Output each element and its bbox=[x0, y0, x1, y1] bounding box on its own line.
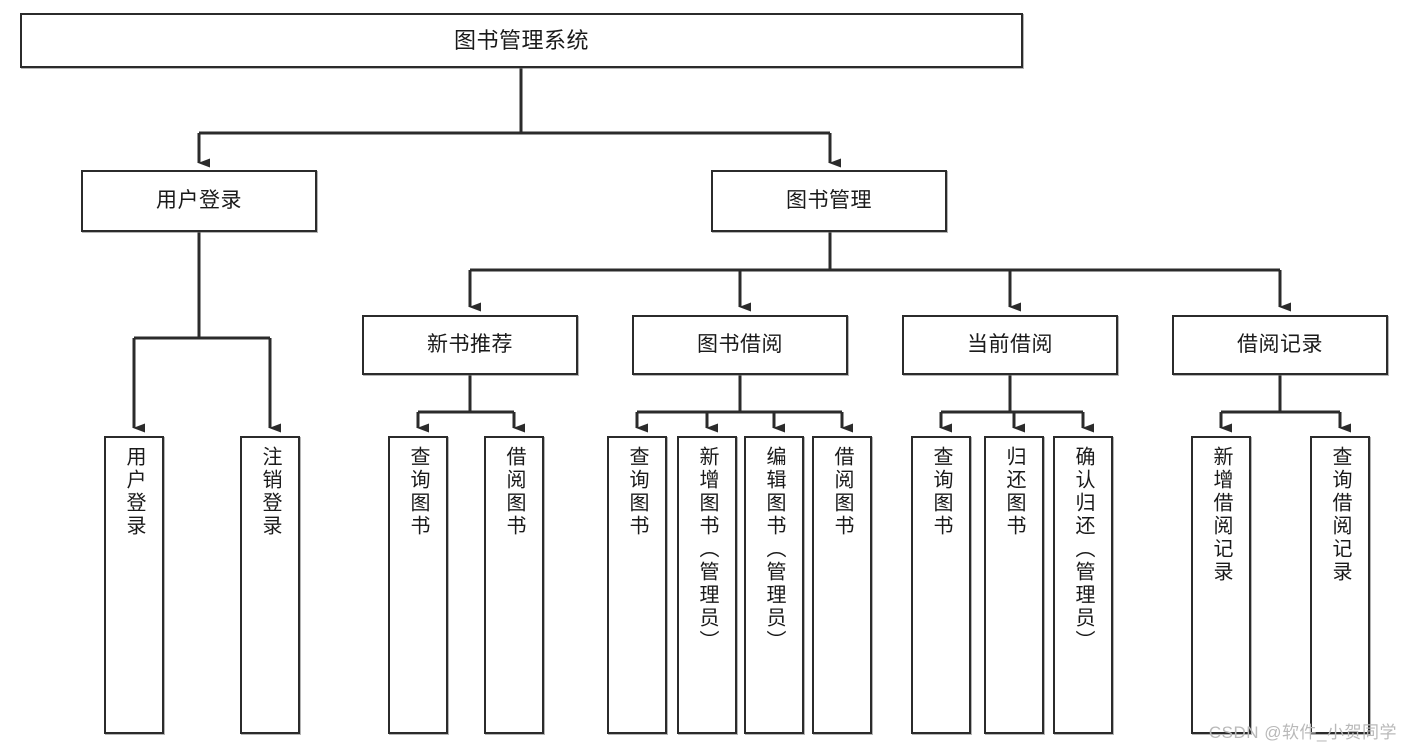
node-leaf-edit-book-label: 编辑图书（管理员） bbox=[763, 446, 785, 653]
node-leaf-return-book-label: 归还图书 bbox=[1003, 446, 1025, 538]
node-leaf-user-logout[interactable]: 注销登录 bbox=[240, 436, 300, 734]
node-leaf-query-borrow-record-label: 查询借阅记录 bbox=[1329, 446, 1351, 584]
node-user-login-label: 用户登录 bbox=[156, 188, 242, 212]
node-leaf-user-login-label: 用户登录 bbox=[123, 446, 145, 538]
node-current-borrow[interactable]: 当前借阅 bbox=[902, 315, 1118, 375]
node-leaf-query-book-1[interactable]: 查询图书 bbox=[388, 436, 448, 734]
node-root-label: 图书管理系统 bbox=[453, 27, 589, 53]
node-leaf-borrow-book-1[interactable]: 借阅图书 bbox=[484, 436, 544, 734]
node-leaf-return-book[interactable]: 归还图书 bbox=[984, 436, 1044, 734]
node-leaf-confirm-return-label: 确认归还（管理员） bbox=[1072, 446, 1094, 653]
node-borrow-record[interactable]: 借阅记录 bbox=[1172, 315, 1388, 375]
node-leaf-query-book-1-label: 查询图书 bbox=[407, 446, 429, 538]
node-leaf-borrow-book-2[interactable]: 借阅图书 bbox=[812, 436, 872, 734]
node-book-borrow-label: 图书借阅 bbox=[697, 332, 783, 356]
node-book-management[interactable]: 图书管理 bbox=[711, 170, 947, 232]
node-user-login[interactable]: 用户登录 bbox=[81, 170, 317, 232]
node-leaf-add-borrow-record-label: 新增借阅记录 bbox=[1210, 446, 1232, 584]
node-leaf-borrow-book-1-label: 借阅图书 bbox=[503, 446, 525, 538]
node-new-book-recommend-label: 新书推荐 bbox=[427, 332, 513, 356]
node-root[interactable]: 图书管理系统 bbox=[20, 13, 1023, 68]
node-leaf-edit-book[interactable]: 编辑图书（管理员） bbox=[744, 436, 804, 734]
node-borrow-record-label: 借阅记录 bbox=[1237, 332, 1323, 356]
node-book-borrow[interactable]: 图书借阅 bbox=[632, 315, 848, 375]
node-new-book-recommend[interactable]: 新书推荐 bbox=[362, 315, 578, 375]
node-leaf-add-book-label: 新增图书（管理员） bbox=[696, 446, 718, 653]
node-leaf-user-login[interactable]: 用户登录 bbox=[104, 436, 164, 734]
node-leaf-query-book-3[interactable]: 查询图书 bbox=[911, 436, 971, 734]
watermark: CSDN @软件_小贺同学 bbox=[1208, 723, 1397, 742]
node-book-management-label: 图书管理 bbox=[786, 188, 872, 212]
node-leaf-query-book-2[interactable]: 查询图书 bbox=[607, 436, 667, 734]
node-leaf-query-book-2-label: 查询图书 bbox=[626, 446, 648, 538]
node-leaf-borrow-book-2-label: 借阅图书 bbox=[831, 446, 853, 538]
node-leaf-confirm-return[interactable]: 确认归还（管理员） bbox=[1053, 436, 1113, 734]
node-leaf-user-logout-label: 注销登录 bbox=[259, 446, 281, 538]
node-current-borrow-label: 当前借阅 bbox=[967, 332, 1053, 356]
node-leaf-query-book-3-label: 查询图书 bbox=[930, 446, 952, 538]
node-leaf-add-book[interactable]: 新增图书（管理员） bbox=[677, 436, 737, 734]
node-leaf-query-borrow-record[interactable]: 查询借阅记录 bbox=[1310, 436, 1370, 734]
node-leaf-add-borrow-record[interactable]: 新增借阅记录 bbox=[1191, 436, 1251, 734]
